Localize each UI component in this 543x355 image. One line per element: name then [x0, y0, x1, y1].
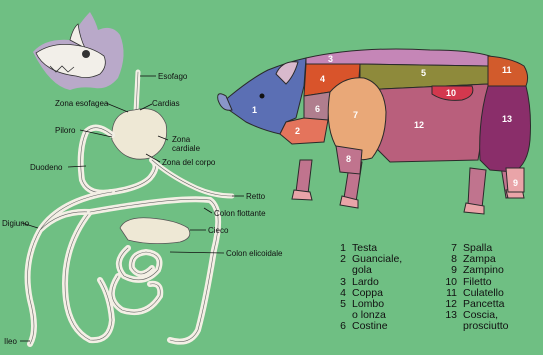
- digestive-tract-illustration: [28, 72, 232, 344]
- cut-number-12: 12: [414, 120, 424, 130]
- cut-number-4: 4: [320, 74, 325, 84]
- label-duodeno: Duodeno: [30, 163, 63, 172]
- label-zona-esofagea: Zona esofagea: [55, 99, 109, 108]
- label-digiuno: Digiuno: [2, 219, 30, 228]
- pig-cuts-illustration: [218, 49, 531, 214]
- cut-number-2: 2: [295, 126, 300, 136]
- pig-skull-illustration: [33, 12, 124, 90]
- cut-number-3: 3: [328, 54, 333, 64]
- label-zona-corpo: Zona del corpo: [162, 158, 216, 167]
- label-colon-flottante: Colon flottante: [214, 209, 266, 218]
- label-zona-cardiale-2: cardiale: [172, 144, 201, 153]
- label-piloro: Piloro: [55, 126, 76, 135]
- label-retto: Retto: [246, 192, 266, 201]
- legend-text-multiline: Guanciale, gola: [352, 254, 430, 276]
- cut-number-10: 10: [446, 88, 456, 98]
- label-cieco: Cieco: [208, 226, 229, 235]
- cut-number-9: 9: [513, 178, 518, 188]
- cut-number-1: 1: [252, 105, 257, 115]
- label-colon-elicoidale: Colon elicoidale: [226, 249, 283, 258]
- cut-number-13: 13: [502, 114, 512, 124]
- label-ileo: Ileo: [4, 337, 17, 346]
- label-esofago: Esofago: [158, 72, 188, 81]
- label-zona-cardiale-1: Zona: [172, 135, 191, 144]
- cut-number-11: 11: [502, 65, 512, 75]
- cut-number-5: 5: [421, 68, 426, 78]
- cut-number-6: 6: [315, 104, 320, 114]
- cut-number-8: 8: [346, 154, 351, 164]
- label-cardias: Cardias: [152, 99, 180, 108]
- cut-number-7: 7: [353, 110, 358, 120]
